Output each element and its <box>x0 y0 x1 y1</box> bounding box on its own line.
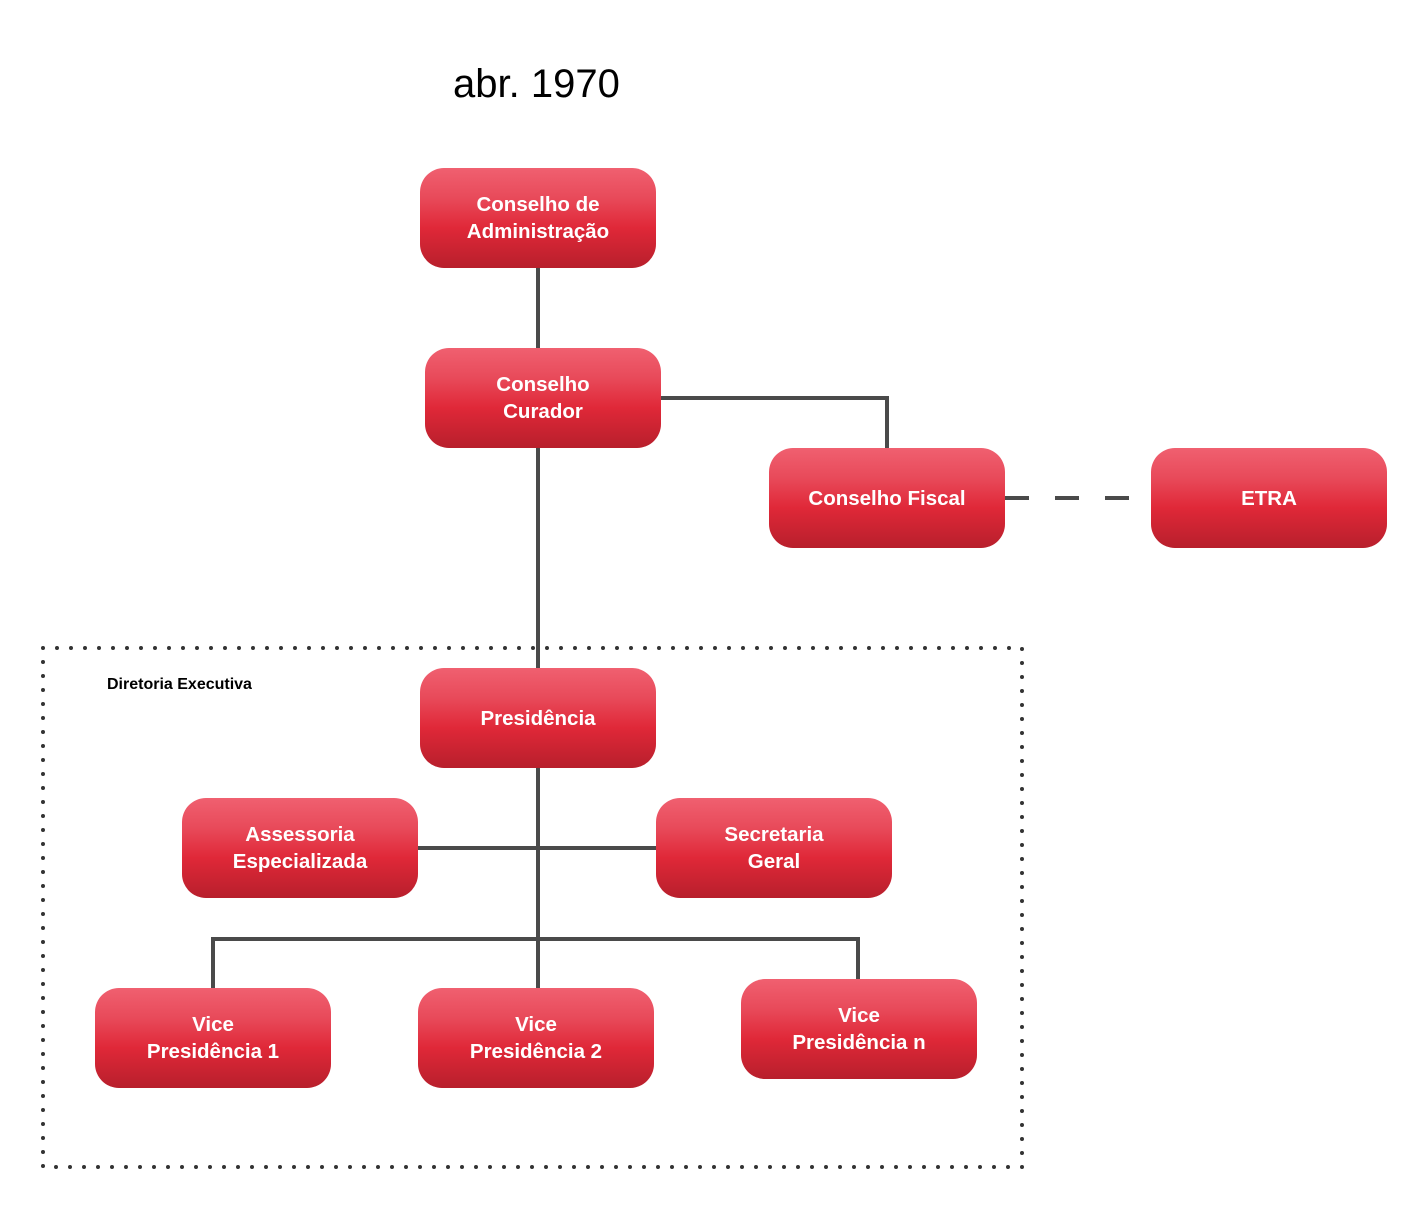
node-assessoria: Assessoria Especializada <box>182 798 418 898</box>
node-presidencia: Presidência <box>420 668 656 768</box>
node-vp2: Vice Presidência 2 <box>418 988 654 1088</box>
node-label: Vice Presidência 1 <box>146 1013 280 1063</box>
connector-vp-bus <box>211 937 860 990</box>
node-etra: ETRA <box>1151 448 1387 548</box>
group-label: Diretoria Executiva <box>107 676 252 693</box>
node-label: Conselho Curador <box>496 373 590 423</box>
diagram-title: abr. 1970 <box>453 62 620 106</box>
node-secretaria: Secretaria Geral <box>656 798 892 898</box>
node-label: Presidência <box>480 706 596 730</box>
node-vpn: Vice Presidência n <box>741 979 977 1079</box>
connector-cc-cf <box>660 396 889 450</box>
node-conselho-fiscal: Conselho Fiscal <box>769 448 1005 548</box>
node-label: Secretaria Geral <box>724 823 824 873</box>
node-label: Assessoria Especializada <box>232 823 368 873</box>
node-conselho-curador: Conselho Curador <box>425 348 661 448</box>
node-vp1: Vice Presidência 1 <box>95 988 331 1088</box>
diretoria-executiva-group-border <box>41 646 1024 1169</box>
node-conselho-administracao: Conselho de Administração <box>420 168 656 268</box>
node-label: ETRA <box>1241 486 1297 510</box>
node-label: Vice Presidência 2 <box>469 1013 603 1063</box>
node-label: Conselho Fiscal <box>808 486 966 510</box>
node-label: Vice Presidência n <box>792 1004 926 1054</box>
node-label: Conselho de Administração <box>466 193 610 243</box>
